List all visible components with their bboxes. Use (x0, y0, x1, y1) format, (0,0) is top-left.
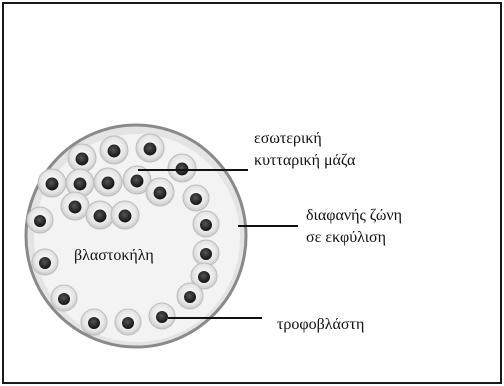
trophoblast-nucleus-12 (190, 193, 202, 205)
inner-cell-mass-nucleus-11 (119, 210, 132, 223)
inner-cell-mass-label-line2: κυτταρική μάζα (254, 150, 355, 172)
inner-cell-mass-nucleus-4 (46, 178, 59, 191)
inner-cell-mass-label-line1: εσωτερική (254, 128, 355, 150)
inner-cell-mass-nucleus-7 (131, 175, 144, 188)
trophoblast-nucleus-16 (184, 291, 196, 303)
zona-pellucida-label-line1: διαφανής ζώνη (306, 205, 402, 227)
trophoblast-nucleus-17 (156, 311, 168, 323)
trophoblast-nucleus-21 (39, 257, 51, 269)
inner-cell-mass-label: εσωτερική κυτταρική μάζα (254, 128, 355, 172)
zona-pellucida-label-line2: σε εκφύλιση (306, 227, 402, 249)
trophoblast-nucleus-19 (88, 317, 100, 329)
trophoblast-nucleus-20 (58, 293, 70, 305)
inner-cell-mass-nucleus-6 (102, 177, 115, 190)
inner-cell-mass-nucleus-8 (154, 187, 167, 200)
blastocoel-label: βλαστοκήλη (74, 245, 154, 267)
inner-cell-mass-nucleus-0 (76, 153, 89, 166)
zona-pellucida-label: διαφανής ζώνη σε εκφύλιση (306, 205, 402, 249)
inner-cell-mass-nucleus-1 (108, 145, 121, 158)
trophoblast-nucleus-14 (200, 248, 212, 260)
inner-cell-mass-nucleus-2 (144, 143, 157, 156)
trophoblast-nucleus-15 (198, 271, 210, 283)
trophoblast-label: τροφοβλάστη (277, 314, 364, 336)
trophoblast-nucleus-13 (200, 219, 212, 231)
inner-cell-mass-nucleus-5 (74, 178, 87, 191)
inner-cell-mass-nucleus-10 (94, 210, 107, 223)
trophoblast-nucleus-22 (34, 215, 46, 227)
trophoblast-nucleus-18 (122, 317, 134, 329)
inner-cell-mass-nucleus-9 (69, 201, 82, 214)
